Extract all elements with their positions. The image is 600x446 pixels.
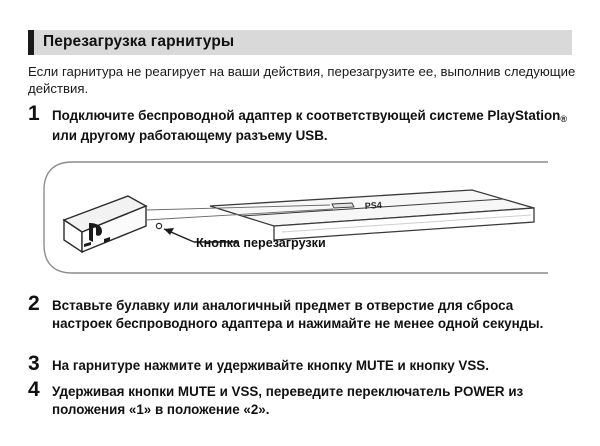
step-1-registered-mark: ®	[560, 114, 567, 124]
illustration-svg: PS4	[43, 161, 548, 274]
step-2-number: 2	[28, 292, 40, 315]
reset-hole	[155, 222, 163, 230]
callout-label: Кнопка перезагрузки	[196, 236, 326, 250]
reset-button-illustration: PS4	[42, 160, 550, 275]
figure-frame	[43, 161, 548, 274]
step-2-text: Вставьте булавку или аналогичный предмет…	[52, 298, 544, 331]
playstation-logo-icon	[84, 223, 110, 247]
section-heading-text: Перезагрузка гарнитуры	[43, 33, 235, 50]
ps4-console: PS4	[209, 189, 535, 241]
callout-arrow	[163, 228, 237, 243]
step-1-text: Подключите беспроводной адаптер к соотве…	[52, 107, 576, 144]
step-3-text: На гарнитуре нажмите и удерживайте кнопк…	[52, 358, 489, 373]
ps4-logo-text: PS4	[364, 200, 382, 211]
step-4-text: Удерживая кнопки MUTE и VSS, переведите …	[52, 384, 524, 417]
section-heading-bar	[28, 30, 572, 55]
step-3-number: 3	[28, 352, 40, 375]
step-1-text-part2: или другому работающему разъему USB.	[52, 127, 328, 143]
step-4-number: 4	[28, 378, 40, 401]
step-1-number: 1	[28, 102, 40, 125]
wireless-adapter	[62, 195, 163, 254]
intro-paragraph: Если гарнитура не реагирует на ваши дейс…	[28, 64, 576, 96]
step-1-text-part1: Подключите беспроводной адаптер к соотве…	[52, 108, 561, 123]
